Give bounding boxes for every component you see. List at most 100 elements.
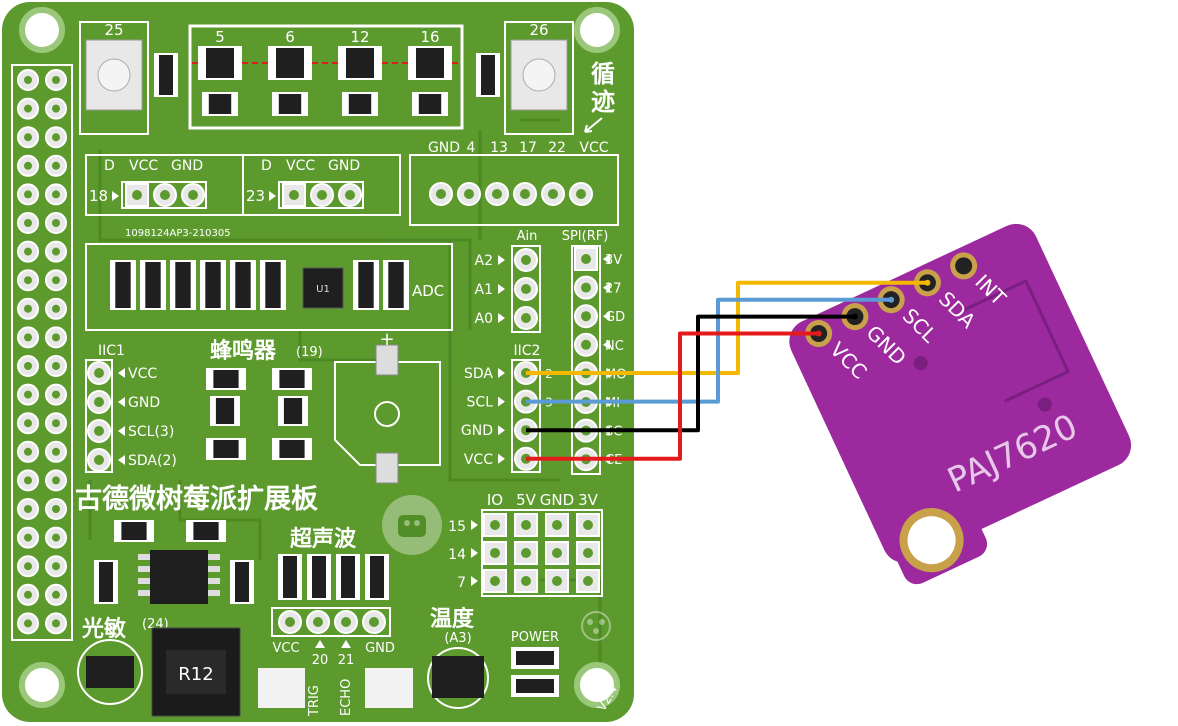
servo-pin [338, 183, 362, 207]
adc-chip: U1 [302, 267, 344, 309]
pin-arrow-icon [498, 368, 505, 378]
led-16 [408, 46, 452, 80]
chip-lead [208, 566, 220, 572]
led-label: 12 [350, 28, 369, 46]
potentiometer-r12[interactable]: R12 [151, 627, 241, 717]
buzzer-pin-label: (19) [296, 345, 323, 360]
buzzer-resistor [206, 438, 246, 460]
button-26[interactable]: 26 [504, 21, 574, 135]
io-pin [483, 569, 507, 593]
temp-label: 温度 [430, 606, 475, 632]
pin-arrow-icon [603, 282, 610, 293]
pin-arrow-icon [498, 425, 505, 436]
servo-label-d: D [261, 158, 272, 174]
tracking-label-2: 迹 [591, 88, 615, 116]
gpio-pin [17, 297, 39, 320]
sensor-pcb [789, 223, 1132, 563]
sensor-outline-mark [961, 279, 1071, 403]
button-25[interactable]: 25 [79, 21, 149, 135]
spi-pin [574, 304, 598, 329]
iic2-pin-label: SDA [464, 366, 493, 382]
ultrasonic-resistor [365, 554, 389, 600]
wire-end [815, 330, 822, 337]
spi-pin-label: GD [605, 310, 625, 325]
io-pin [483, 541, 507, 565]
track-header-label: GND [428, 140, 460, 156]
gpio-pin [45, 383, 67, 406]
iic1-label: IIC1 [98, 343, 125, 359]
gpio-pin [17, 498, 39, 520]
chip-lead [138, 578, 150, 584]
ultra-vcc-label: VCC [272, 641, 299, 656]
gpio-pin [45, 126, 67, 149]
pin-arrow-icon [498, 313, 505, 323]
pin-arrow-icon [498, 453, 505, 464]
adc-resistor [383, 260, 409, 310]
io-pin [576, 513, 600, 537]
pin-arrow-icon [471, 520, 478, 530]
pin-arrow-icon [603, 311, 610, 322]
gpio-pin [17, 69, 39, 91]
gpio-pin [45, 583, 67, 606]
adc-resistor [170, 260, 196, 310]
ain-pin [514, 277, 538, 301]
servo-label-gnd: GND [171, 158, 203, 174]
io-pin [576, 569, 600, 593]
ultrasonic-pins [278, 610, 386, 634]
iic1-pin [87, 361, 111, 385]
photoresistor [77, 639, 143, 705]
servo-pin-label: 18 [89, 187, 108, 205]
gpio-pin [17, 555, 39, 578]
pot-label: R12 [178, 664, 213, 685]
servo-connector [121, 181, 207, 209]
pin-arrow-icon [118, 455, 125, 465]
io-pin [514, 541, 538, 565]
pin-arrow-icon [498, 284, 505, 294]
adc-resistor [230, 260, 256, 310]
ultrasonic-pin [306, 610, 330, 634]
buzzer-plus: + [379, 329, 394, 350]
iic2-pin-label: SCL [467, 395, 494, 411]
ain-pin [514, 248, 538, 272]
gpio-pin [17, 212, 39, 234]
led-block-outline [188, 24, 464, 130]
chip-lead [208, 554, 220, 560]
buzzer-resistor [272, 438, 312, 460]
sop-chip [150, 550, 208, 604]
chip-lead [138, 566, 150, 572]
servo-header-outline [242, 154, 401, 216]
track-pin [541, 182, 565, 206]
io-pin-label: 14 [448, 547, 466, 563]
buzzer: + [334, 329, 441, 484]
gpio-pin [17, 269, 39, 292]
gpio-pin [45, 269, 67, 292]
led-5 [198, 46, 242, 80]
track-header-label: 4 [467, 140, 476, 156]
pin-arrow-icon [118, 368, 125, 378]
servo-label-vcc: VCC [129, 158, 158, 174]
led-resistor [342, 92, 378, 116]
adc-resistor [353, 260, 379, 310]
io-pin-label: 15 [448, 519, 466, 535]
pin-arrow-icon [471, 548, 478, 558]
gpio-pin [45, 69, 67, 91]
gpio-pin [45, 412, 67, 435]
gpio-pin [45, 154, 67, 177]
ain-pin-label: A0 [475, 311, 493, 327]
ultrasonic-header-outline [271, 607, 391, 637]
adc-resistor [200, 260, 226, 310]
gpio-pin [45, 183, 67, 206]
gpio-pin [45, 498, 67, 520]
temp-sensor [427, 647, 489, 709]
gpio-pin [17, 440, 39, 463]
servo-pin [125, 183, 149, 207]
wire-scl [526, 297, 892, 404]
iic2-pin-label: VCC [464, 452, 493, 468]
io-header-label: 5V [516, 491, 537, 509]
spi-pin-label: NC [605, 339, 624, 354]
track-header-pins [429, 182, 593, 206]
gpio-pin [17, 126, 39, 149]
mount-hole-br [574, 662, 620, 708]
